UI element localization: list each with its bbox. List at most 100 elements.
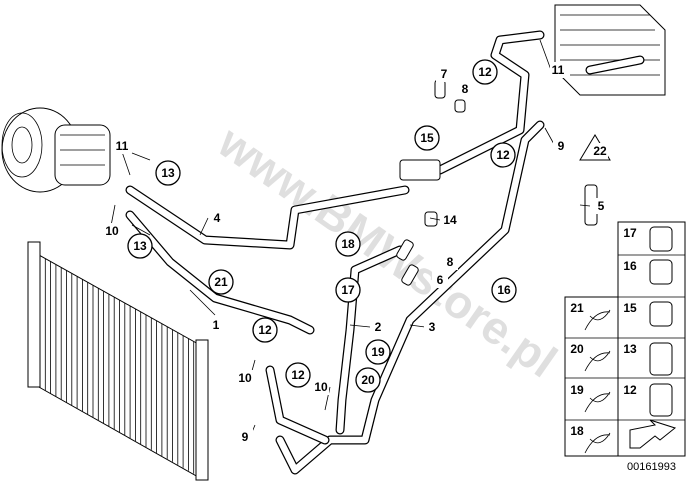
callout-circled: 20 xyxy=(355,367,381,393)
callout-circled: 12 xyxy=(285,362,311,388)
small-parts xyxy=(396,79,611,286)
callout-number: 17 xyxy=(341,283,355,297)
callout-number: 12 xyxy=(258,323,272,337)
valve-core xyxy=(434,79,446,99)
legend-number: 17 xyxy=(623,226,637,240)
clip-icon xyxy=(584,432,611,454)
fastener-icon xyxy=(649,342,673,376)
callout-plain: 22 xyxy=(592,143,608,159)
callout-number: 8 xyxy=(462,82,469,96)
legend-number: 19 xyxy=(570,383,584,397)
callout-number: 22 xyxy=(593,144,607,158)
callout-circled: 13 xyxy=(155,160,181,186)
fastener-icon xyxy=(649,301,673,327)
callout-number: 14 xyxy=(443,213,457,227)
callout-number: 2 xyxy=(375,320,382,334)
callout-plain: 11 xyxy=(114,138,130,154)
fastener-icon xyxy=(649,259,673,285)
legend-number: 21 xyxy=(570,301,584,315)
callout-plain: 3 xyxy=(424,319,440,335)
callout-number: 3 xyxy=(429,320,436,334)
callout-plain: 9 xyxy=(237,429,253,445)
callout-plain: 10 xyxy=(104,223,120,239)
callout-number: 9 xyxy=(242,430,249,444)
legend-item: 16 xyxy=(623,259,673,285)
callout-number: 12 xyxy=(496,148,510,162)
callout-number: 13 xyxy=(161,166,175,180)
ac-compressor xyxy=(1,107,111,193)
clip-icon xyxy=(584,309,611,331)
clip-icon xyxy=(584,350,611,372)
legend-item: 13 xyxy=(623,342,673,376)
callout-number: 18 xyxy=(341,237,355,251)
callout-number: 12 xyxy=(478,65,492,79)
legend-number: 20 xyxy=(570,342,584,356)
callout-plain: 9 xyxy=(553,138,569,154)
callout-plain: 8 xyxy=(442,254,458,270)
callout-circled: 17 xyxy=(335,277,361,303)
callout-number: 21 xyxy=(214,275,228,289)
expansion-valve xyxy=(399,159,441,181)
callout-plain: 2 xyxy=(370,319,386,335)
legend-number: 18 xyxy=(570,424,584,438)
legend-number: 12 xyxy=(623,383,637,397)
callout-number: 9 xyxy=(558,139,565,153)
callout-number: 12 xyxy=(291,368,305,382)
callout-number: 11 xyxy=(552,63,565,77)
legend-item: 18 xyxy=(570,424,611,454)
legend-item: 20 xyxy=(570,342,611,372)
callout-circled: 21 xyxy=(208,269,234,295)
callout-number: 6 xyxy=(437,273,444,287)
callout-number: 10 xyxy=(238,371,252,385)
callout-number: 10 xyxy=(314,380,328,394)
legend-item: 21 xyxy=(570,301,611,331)
legend-number: 13 xyxy=(623,342,637,356)
diagram-code: 00161993 xyxy=(627,461,676,473)
callout-plain: 5 xyxy=(593,198,609,214)
callout-plain: 6 xyxy=(432,272,448,288)
callout-number: 11 xyxy=(116,139,129,153)
callout-plain: 10 xyxy=(237,370,253,386)
callout-number: 13 xyxy=(133,239,147,253)
callout-plain: 7 xyxy=(436,66,452,82)
callout-circled: 13 xyxy=(127,233,153,259)
cap xyxy=(454,99,466,113)
callout-circled: 19 xyxy=(365,339,391,365)
callout-number: 15 xyxy=(420,131,434,145)
callout-number: 10 xyxy=(105,224,119,238)
callout-number: 20 xyxy=(361,373,375,387)
callout-circled: 12 xyxy=(490,142,516,168)
callout-number: 1 xyxy=(213,318,220,332)
evaporator xyxy=(554,4,666,96)
legend-item: 15 xyxy=(623,301,673,327)
refrigerant-lines xyxy=(125,30,645,475)
fastener-icon xyxy=(649,383,673,417)
callout-circled: 12 xyxy=(472,59,498,85)
callout-number: 8 xyxy=(447,255,454,269)
legend-item: 19 xyxy=(570,383,611,413)
callout-number: 7 xyxy=(441,67,448,81)
callout-plain: 11 xyxy=(550,62,566,78)
callout-plain: 1 xyxy=(208,317,224,333)
callout-circled: 12 xyxy=(252,317,278,343)
callout-number: 4 xyxy=(214,211,221,225)
callout-plain: 14 xyxy=(442,212,458,228)
callout-number: 19 xyxy=(371,345,385,359)
callout-plain: 8 xyxy=(457,81,473,97)
callout-plain: 10 xyxy=(313,379,329,395)
callout-number: 5 xyxy=(598,199,605,213)
fastener-icon xyxy=(649,226,673,252)
callout-number: 16 xyxy=(497,283,511,297)
legend-item: 12 xyxy=(623,383,673,417)
callout-circled: 15 xyxy=(414,125,440,151)
condenser xyxy=(27,241,209,481)
fastener-legend: 17 16 15 13 12 21 20 19 18 00161993 xyxy=(564,221,686,473)
callout-circled: 16 xyxy=(491,277,517,303)
direction-arrow-icon xyxy=(629,419,677,449)
legend-item: 17 xyxy=(623,226,673,252)
clip-icon xyxy=(584,391,611,413)
callout-plain: 4 xyxy=(209,210,225,226)
legend-number: 15 xyxy=(623,301,637,315)
